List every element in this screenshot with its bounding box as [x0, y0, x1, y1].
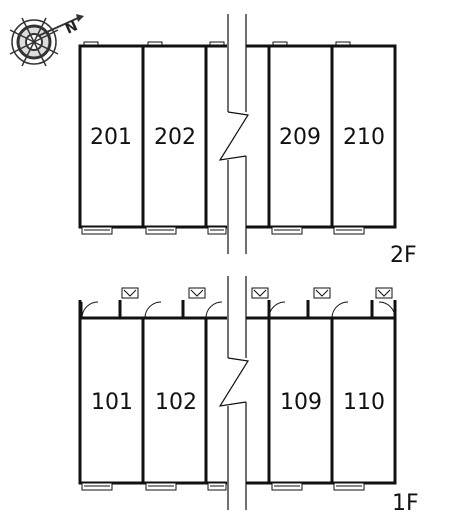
unit-label: 202 — [154, 125, 196, 150]
compass-rose-icon: N — [9, 14, 84, 67]
unit-label: 201 — [90, 125, 132, 150]
unit-201[interactable] — [78, 44, 145, 229]
unit-202[interactable] — [141, 44, 208, 229]
unit-102[interactable] — [141, 316, 208, 485]
unit-label: 101 — [91, 390, 133, 415]
floor-label: 2F — [390, 243, 417, 268]
unit-label: 209 — [279, 125, 321, 150]
unit-label: 210 — [343, 125, 385, 150]
unit-209[interactable] — [267, 44, 334, 229]
unit-label: 109 — [280, 390, 322, 415]
floor-2f: 201 202 209 210 2F — [78, 14, 417, 268]
unit-label: 110 — [343, 390, 385, 415]
unit-101[interactable] — [78, 316, 145, 485]
unit-210[interactable] — [330, 44, 397, 229]
unit-label: 102 — [155, 390, 197, 415]
floor-1f: 101 102 109 110 1F — [78, 276, 419, 516]
north-label: N — [63, 18, 80, 37]
floor-label: 1F — [392, 491, 419, 516]
unit-110[interactable] — [330, 316, 397, 485]
